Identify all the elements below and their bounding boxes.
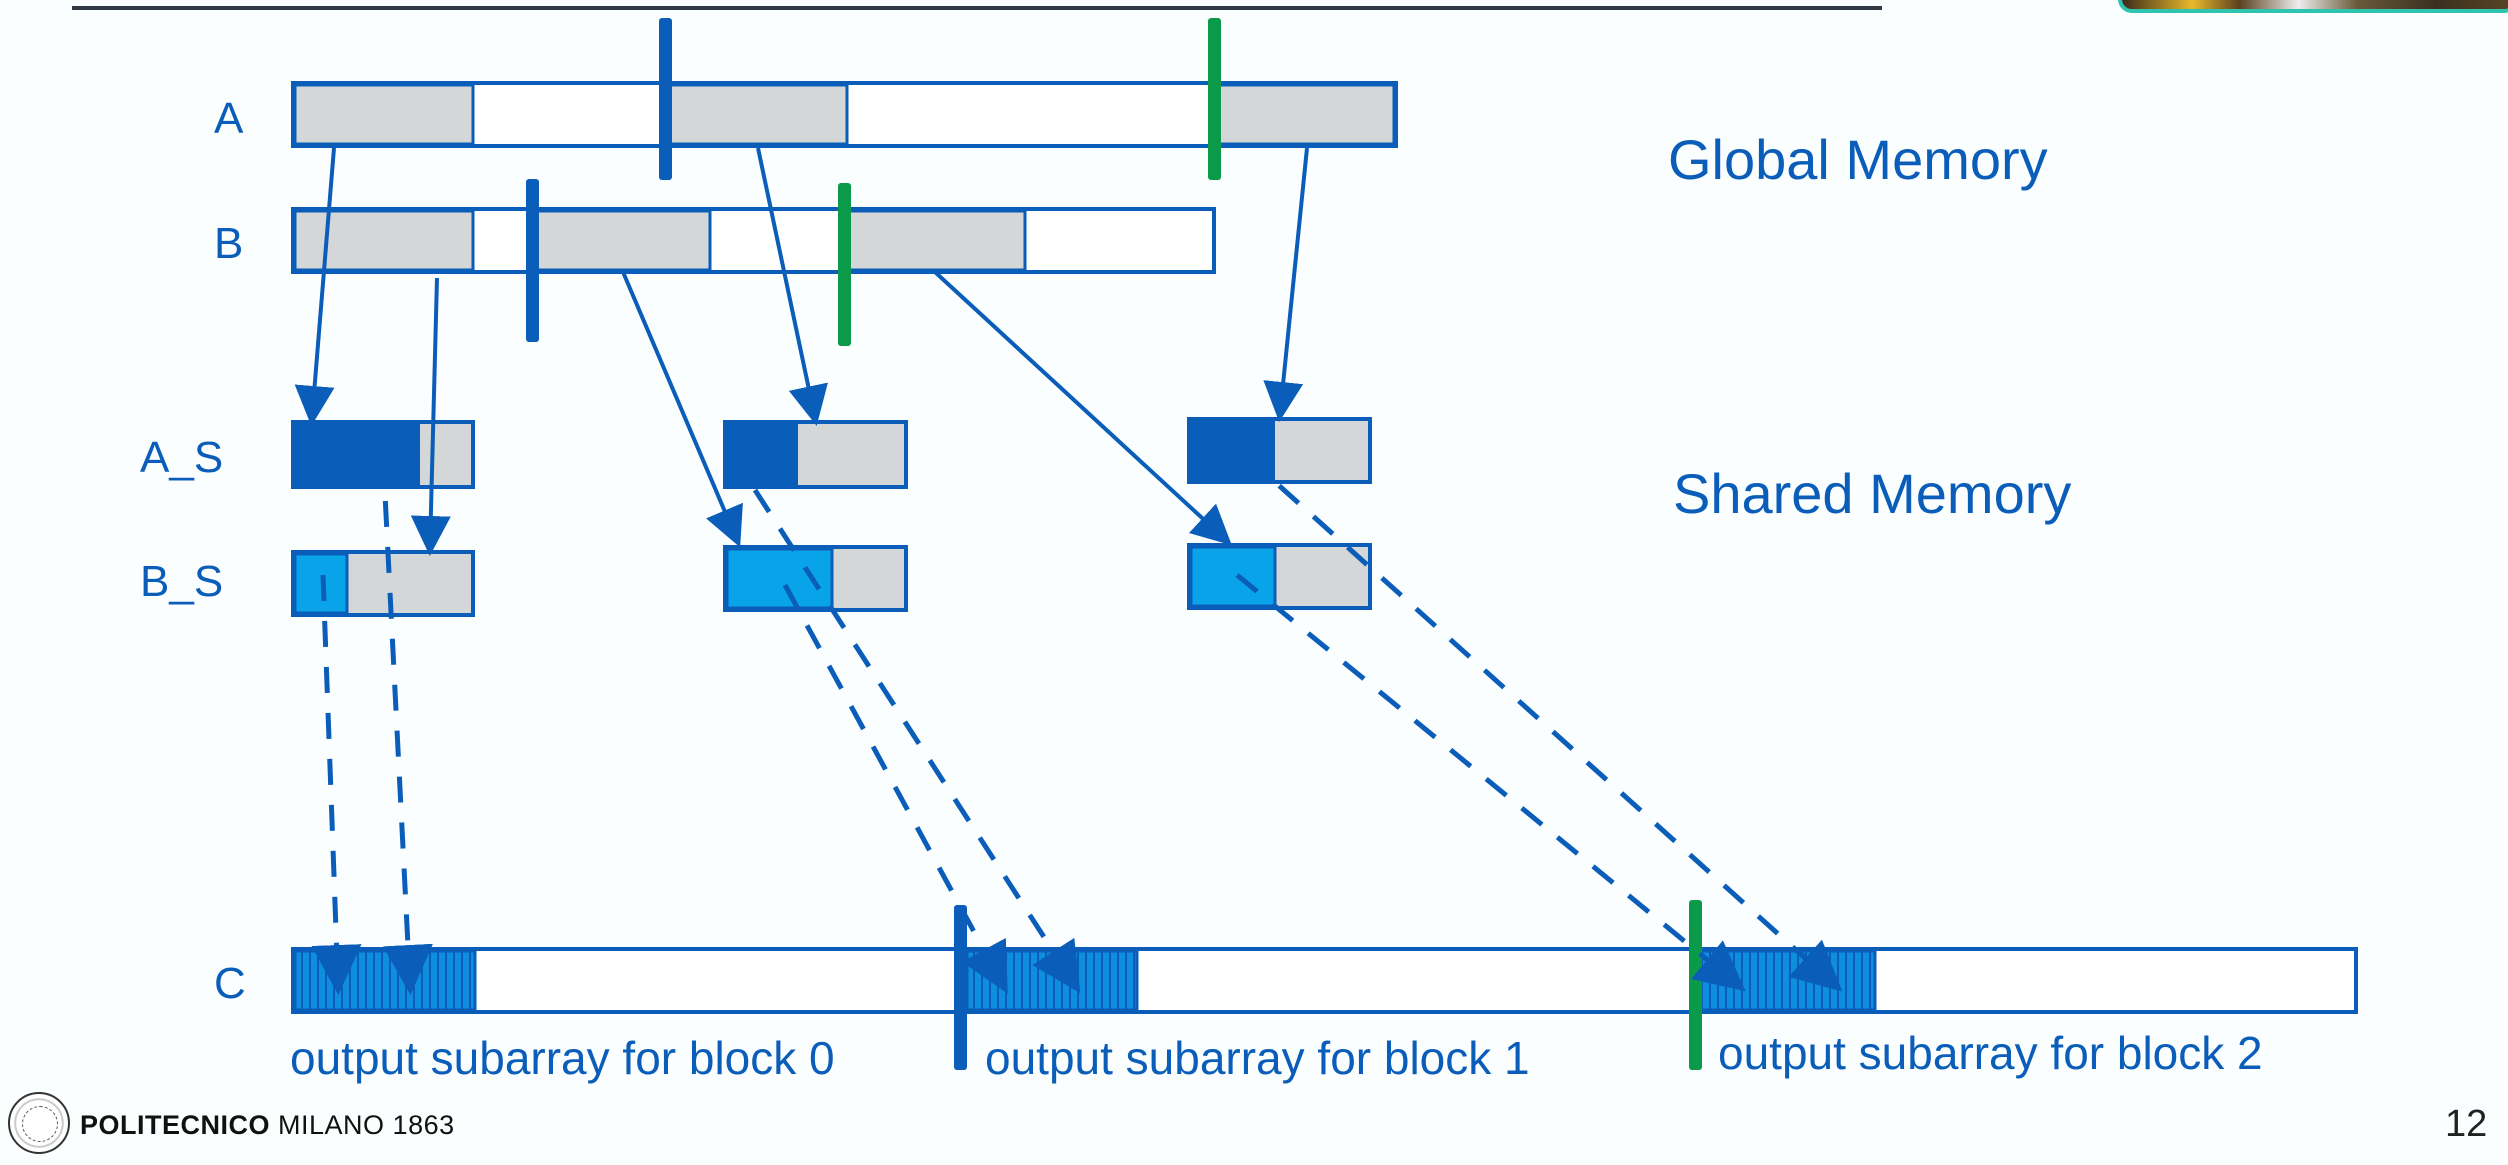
merge-arrow-block1-b: [782, 583, 1008, 994]
array-b-tile-block1: [533, 209, 712, 272]
shared-block2: [1187, 417, 1372, 610]
row-label-a: A: [214, 94, 244, 143]
c-output-block2: [1698, 949, 1877, 1012]
institution-name-rest: MILANO 1863: [278, 1110, 455, 1140]
merge-arrow-block0-b: [311, 574, 362, 995]
array-b-tile-block0: [293, 209, 475, 272]
array-c-outline: [291, 947, 2358, 1014]
shared-block1: [723, 420, 908, 612]
presenter-webcam-thumbnail: [2118, 0, 2508, 13]
load-arrow-b-block1: [621, 271, 743, 548]
header-rule: [72, 6, 1882, 10]
shared-block0: [291, 420, 475, 617]
array-c: [291, 947, 2358, 1014]
c-divider-block1: [954, 905, 967, 1070]
c-divider-block2: [1689, 900, 1702, 1070]
politecnico-seal-logo: [8, 1092, 70, 1154]
a-shared-block1-used: [725, 422, 798, 487]
b-shared-block1-used: [725, 547, 834, 610]
array-b-tile-block2: [843, 209, 1027, 272]
load-arrow-b-block0: [410, 277, 451, 556]
a-divider-block2: [1208, 18, 1221, 180]
array-b: [291, 207, 1216, 274]
load-arrow-b-block2: [933, 270, 1232, 546]
array-a-tile-block1: [666, 83, 849, 146]
c-caption-block2: output subarray for block 2: [1718, 1027, 2263, 1079]
array-a-tile-block2: [1214, 83, 1396, 146]
array-a-tile-block0: [293, 83, 475, 146]
array-a: [291, 81, 1398, 148]
page-number: 12: [2445, 1103, 2488, 1145]
c-caption-block1: output subarray for block 1: [985, 1032, 1530, 1084]
c-output-block1: [965, 949, 1139, 1012]
load-arrow-a-block2: [1263, 147, 1309, 422]
row-label-c: C: [214, 959, 246, 1008]
institution-name: POLITECNICO MILANO 1863: [80, 1110, 455, 1141]
merge-arrows: [311, 453, 1843, 995]
merge-arrow-block1-a: [752, 488, 1081, 994]
merge-arrow-block2-b: [1235, 573, 1746, 992]
institution-name-bold: POLITECNICO: [80, 1110, 271, 1140]
row-label-b-shared: B_S: [140, 557, 224, 606]
row-label-b: B: [214, 219, 244, 268]
global-memory-title: Global Memory: [1668, 128, 2048, 191]
load-arrow-a-block1: [756, 147, 828, 426]
row-label-a-shared: A_S: [140, 433, 224, 482]
c-output-block0: [293, 949, 477, 1012]
shared-memory-title: Shared Memory: [1673, 462, 2072, 525]
load-arrows: [294, 147, 1309, 556]
load-arrow-a-block0: [294, 147, 336, 426]
b-divider-block1: [526, 179, 539, 342]
b-divider-block2: [838, 183, 851, 346]
a-divider-block1: [659, 18, 672, 180]
merge-arrow-block2-a: [1243, 453, 1843, 992]
b-shared-block2-used: [1189, 545, 1277, 608]
merge-arrow-block0-a: [380, 454, 433, 995]
c-caption-block0: output subarray for block 0: [290, 1032, 835, 1084]
a-shared-block0-used: [293, 422, 420, 487]
